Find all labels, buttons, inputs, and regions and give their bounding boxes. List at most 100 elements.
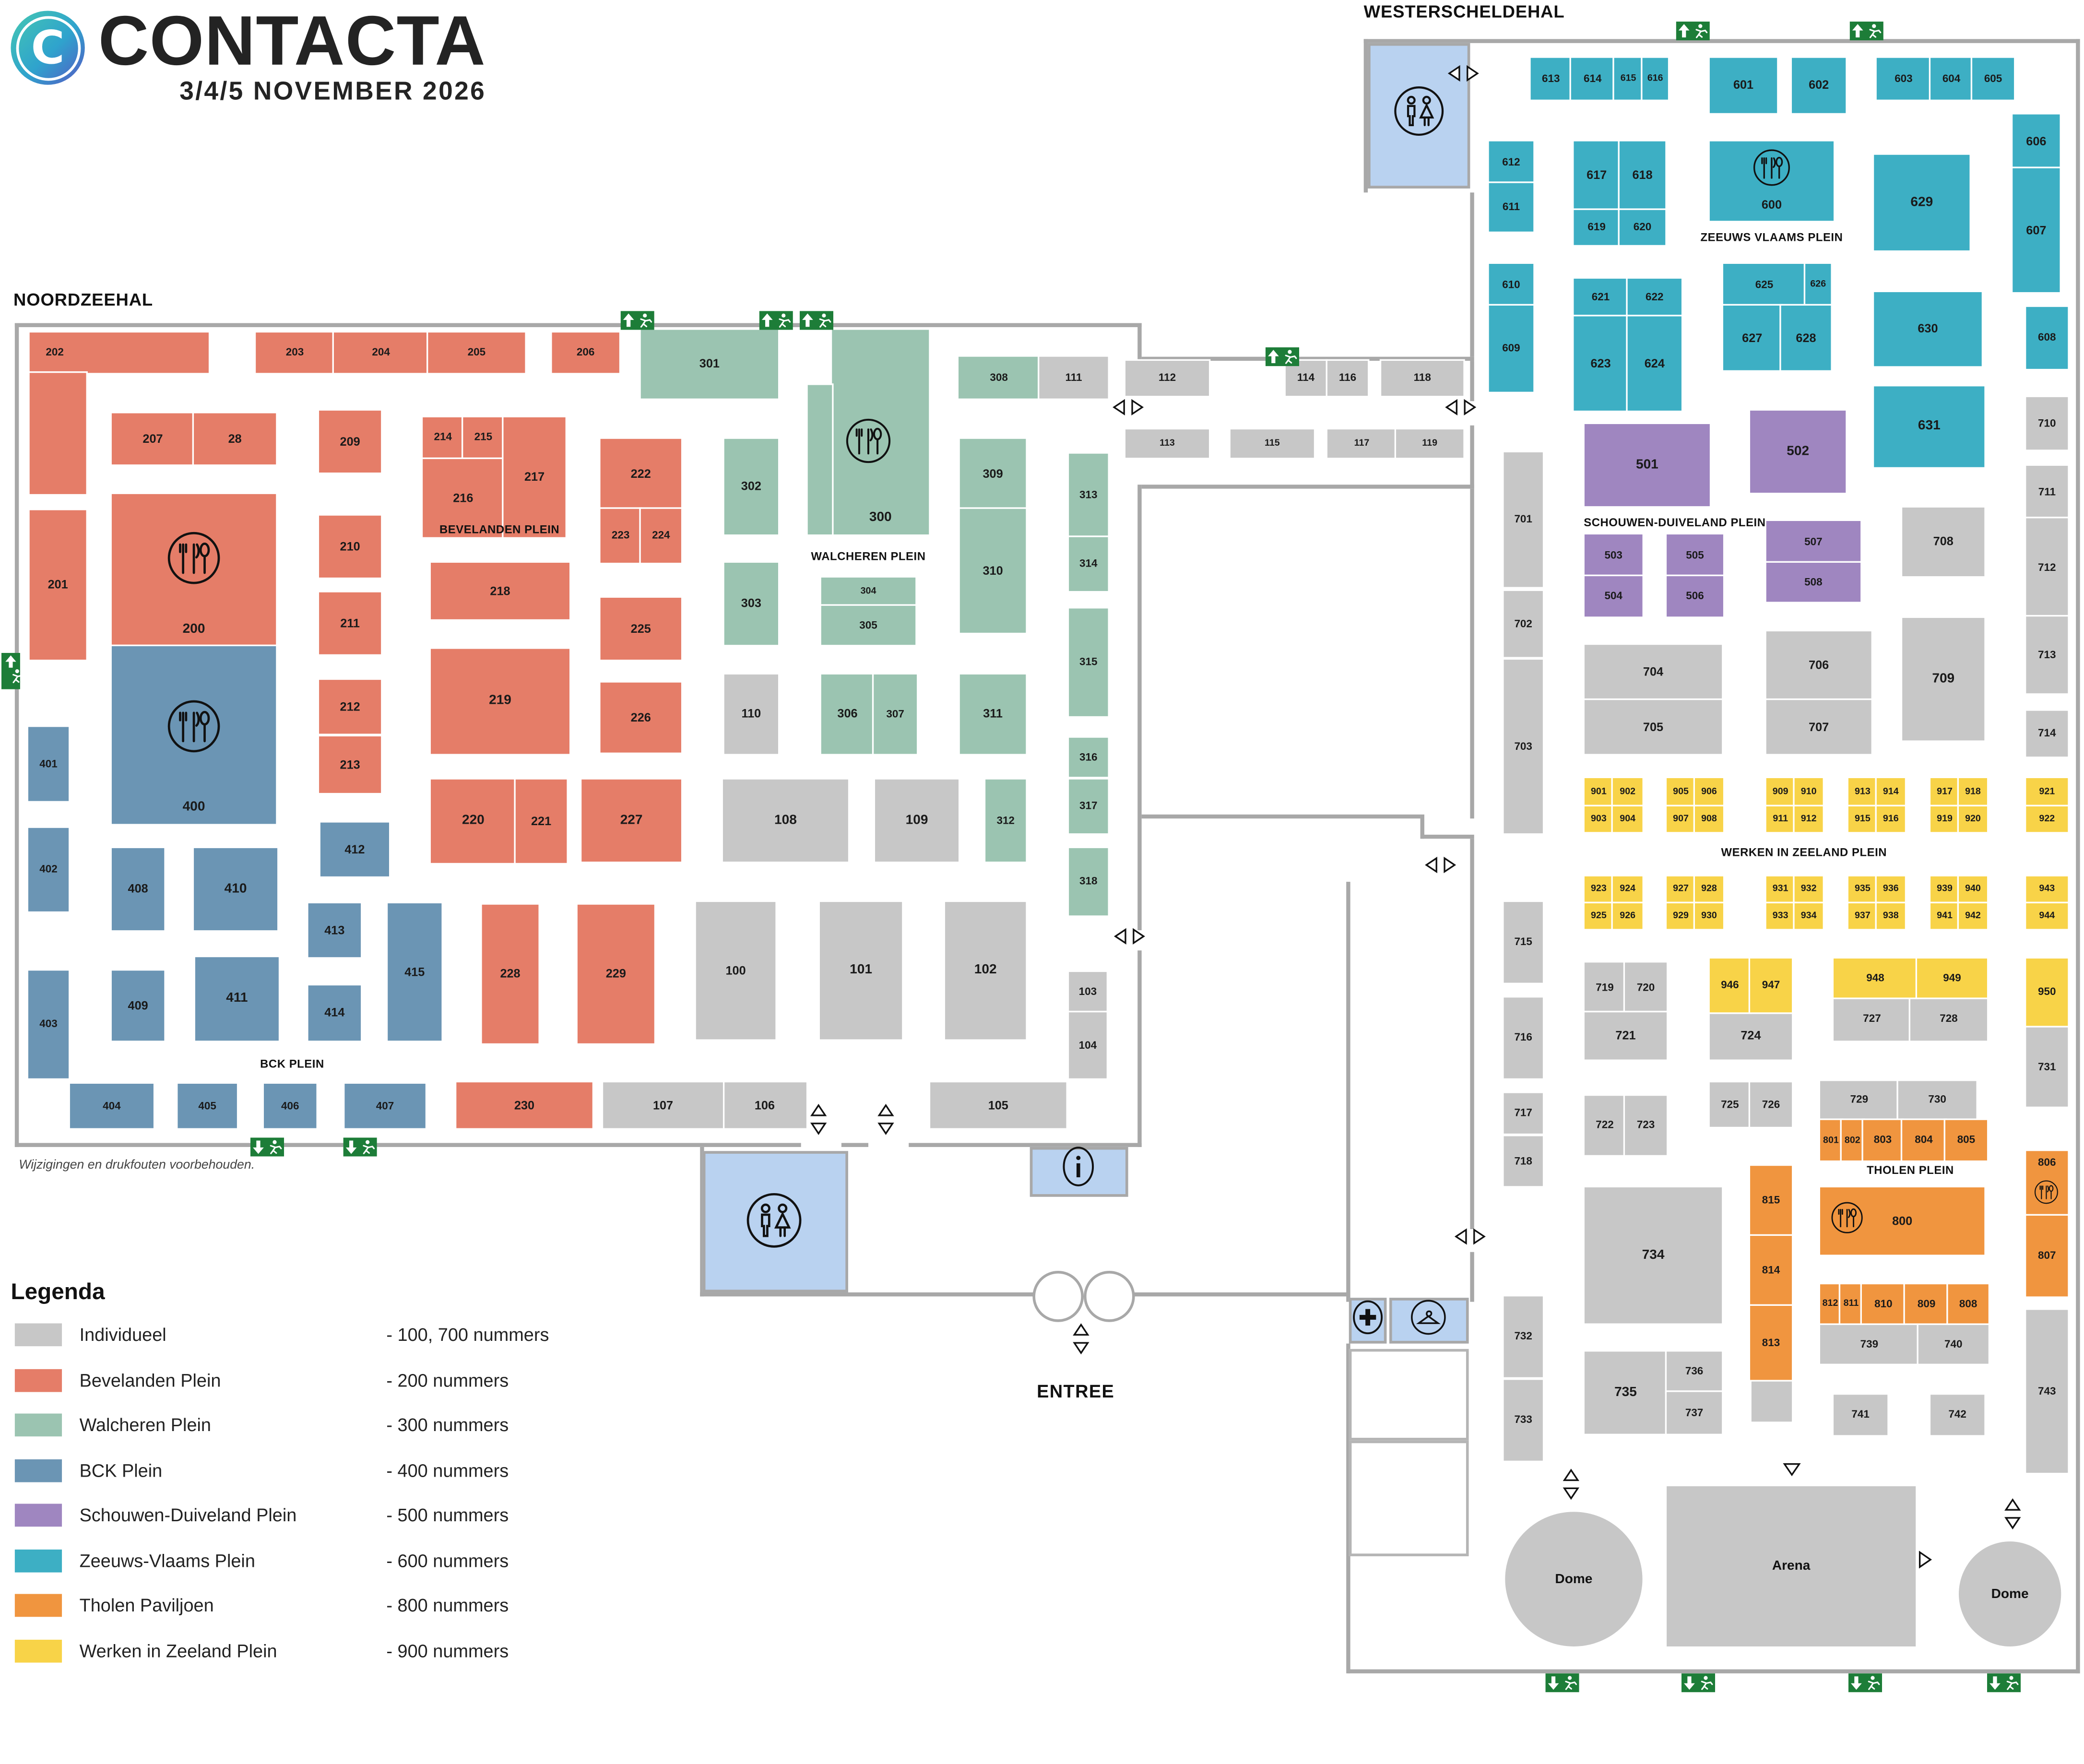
booth-203: 203 <box>256 332 334 373</box>
legend-swatch <box>14 1504 62 1527</box>
zeeuws-vlaams-plein-label: ZEEUWS VLAAMS PLEIN <box>1700 230 1843 244</box>
booth-105: 105 <box>930 1082 1066 1128</box>
legend-zone-name: Zeeuws-Vlaams Plein <box>79 1550 255 1571</box>
booth-930: 930 <box>1695 903 1723 929</box>
wall-segment <box>1137 485 1142 931</box>
booth-914: 914 <box>1876 778 1905 805</box>
legend-zone-numbers: - 900 nummers <box>386 1640 509 1661</box>
booth-811: 811 <box>1840 1284 1862 1324</box>
door-icon <box>1111 399 1146 423</box>
legend-zone-numbers: - 500 nummers <box>386 1505 509 1526</box>
booth-909: 909 <box>1766 778 1795 805</box>
wall-segment <box>1470 425 1474 489</box>
booth-611: 611 <box>1489 183 1534 232</box>
booth-506: 506 <box>1667 576 1723 617</box>
booth-919: 919 <box>1930 806 1959 832</box>
event-title: CONTACTA <box>98 2 486 81</box>
booth-620: 620 <box>1619 210 1666 245</box>
booth-705: 705 <box>1584 700 1722 754</box>
tholen-plein-label: THOLEN PLEIN <box>1867 1163 1954 1177</box>
booth-610: 610 <box>1489 264 1534 306</box>
booth-924: 924 <box>1612 876 1643 902</box>
booth-222: 222 <box>600 438 681 509</box>
legend-zone-numbers: - 800 nummers <box>386 1595 509 1616</box>
restaurant-icon <box>845 418 891 470</box>
booth-609: 609 <box>1489 306 1534 392</box>
wall-segment <box>1470 839 1474 1230</box>
booth-901: 901 <box>1584 778 1613 805</box>
booth-306: 306 <box>821 674 874 754</box>
booth-408: 408 <box>111 848 165 931</box>
booth-941: 941 <box>1930 903 1959 929</box>
booth-316: 316 <box>1069 737 1108 777</box>
arena-structure: Arena <box>1667 1486 1916 1646</box>
booth-726: 726 <box>1750 1082 1792 1127</box>
booth-117: 117 <box>1327 429 1397 458</box>
booth-739: 739 <box>1820 1325 1918 1364</box>
booth-932: 932 <box>1794 876 1823 902</box>
logo-letter: C <box>31 21 65 75</box>
disclaimer-note: Wijzigingen en drukfouten voorbehouden. <box>19 1158 255 1173</box>
booth-28: 28 <box>194 413 276 465</box>
booth-903: 903 <box>1584 806 1613 832</box>
booth-227: 227 <box>581 779 681 862</box>
booth-311: 311 <box>959 674 1026 754</box>
booth-911: 911 <box>1766 806 1795 832</box>
legend-zone-name: Werken in Zeeland Plein <box>79 1640 277 1661</box>
legend-title: Legenda <box>11 1279 105 1305</box>
booth-extension <box>807 385 832 535</box>
booth-717: 717 <box>1504 1093 1543 1134</box>
booth-629: 629 <box>1874 154 1970 250</box>
legend-zone-numbers: - 200 nummers <box>386 1370 509 1390</box>
booth-205: 205 <box>428 332 525 373</box>
booth-112: 112 <box>1125 361 1209 396</box>
booth-927: 927 <box>1667 876 1695 902</box>
legend-row: Individueel- 100, 700 nummers <box>11 1323 657 1347</box>
wall-segment <box>1137 323 1142 361</box>
emergency-exit-sign <box>799 311 834 336</box>
restaurant-icon <box>1831 1202 1863 1241</box>
wall-segment <box>1363 39 2080 43</box>
emergency-exit-sign <box>1265 347 1299 373</box>
door-icon <box>1112 927 1147 952</box>
door-icon <box>1918 1550 1932 1575</box>
booth-716: 716 <box>1504 997 1543 1078</box>
booth-628: 628 <box>1781 306 1831 370</box>
wall-segment <box>1470 1252 1474 1302</box>
booth-921: 921 <box>2026 778 2068 805</box>
booth-701: 701 <box>1504 452 1543 587</box>
booth-412: 412 <box>320 822 389 876</box>
wall-segment <box>1141 485 1474 489</box>
booth-806: 806 <box>2026 1151 2068 1215</box>
booth-402: 402 <box>28 828 69 912</box>
wall-segment <box>1470 488 1474 819</box>
wc-area-westerscheldehal <box>1368 43 1470 189</box>
legend-row: Zeeuws-Vlaams Plein- 600 nummers <box>11 1549 657 1572</box>
booth-603: 603 <box>1876 58 1931 100</box>
booth-925: 925 <box>1584 903 1613 929</box>
emergency-exit-sign <box>343 1137 377 1163</box>
booth-101: 101 <box>819 902 902 1040</box>
booth-403: 403 <box>28 971 69 1078</box>
booth-622: 622 <box>1627 278 1681 317</box>
restaurant-icon <box>167 531 221 592</box>
booth-722: 722 <box>1584 1096 1625 1155</box>
wall-segment <box>700 1147 704 1297</box>
booth-605: 605 <box>1972 58 2014 100</box>
booth-630: 630 <box>1874 292 1982 367</box>
revolving-door <box>1032 1271 1084 1322</box>
booth-904: 904 <box>1612 806 1643 832</box>
booth-104: 104 <box>1069 1012 1107 1078</box>
booth-314: 314 <box>1069 537 1108 591</box>
corridor-cell <box>1349 1349 1469 1441</box>
wall-segment <box>1346 882 1350 1302</box>
emergency-exit-sign <box>620 311 654 336</box>
logo-ring <box>15 15 80 80</box>
booth-217: 217 <box>503 417 566 537</box>
booth-923: 923 <box>1584 876 1613 902</box>
booth-608: 608 <box>2026 307 2068 369</box>
booth-715: 715 <box>1504 902 1543 983</box>
booth-102: 102 <box>945 902 1026 1040</box>
